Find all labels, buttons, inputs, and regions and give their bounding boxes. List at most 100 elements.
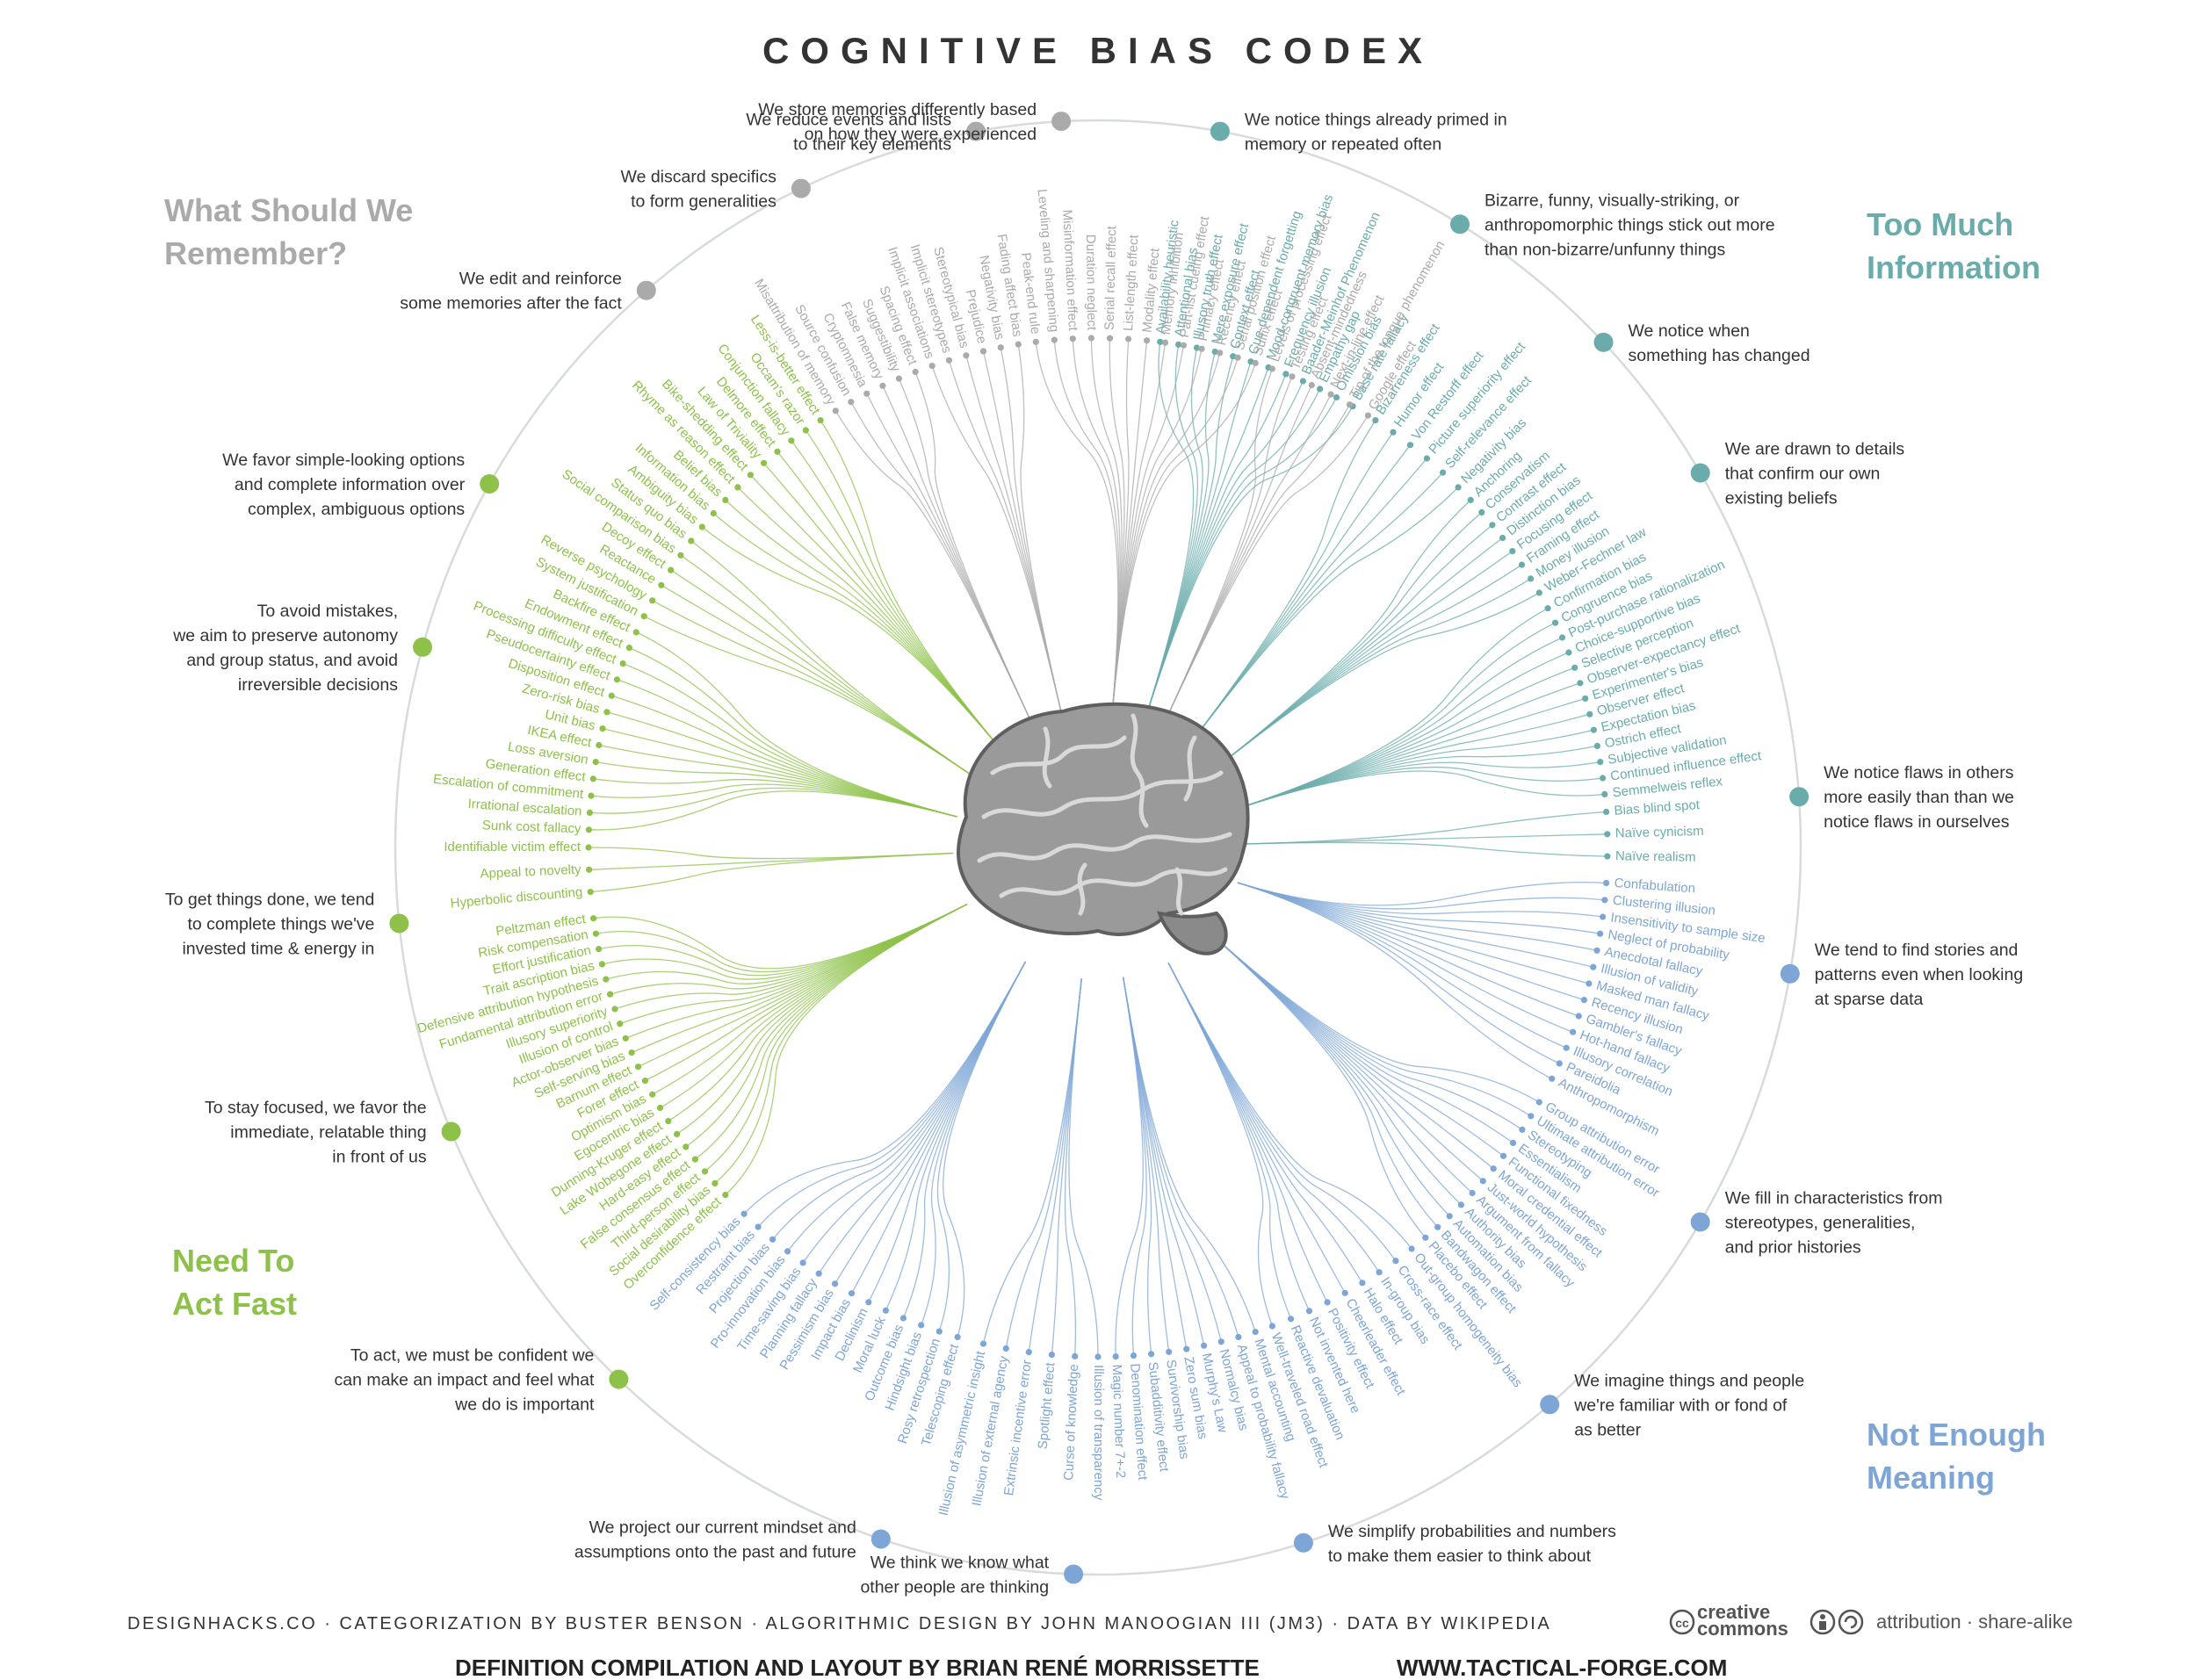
bias-dot [963,352,970,359]
branch-line [1143,380,1304,723]
bias-dot [1032,338,1039,345]
bias-dot [1544,605,1551,612]
branch-line [1242,811,1607,845]
branch-line [868,961,1027,1303]
branch-line [1005,977,1082,1349]
bias-dot [1558,634,1566,641]
branch-line [1167,962,1346,1294]
bias-dot [784,1248,791,1255]
category-dot [1450,214,1470,234]
bias-dot [710,509,717,517]
bias-dot [603,709,610,716]
branch-line [1237,882,1585,1001]
bias-label: Naïve cynicism [1615,824,1704,841]
bias-dot [1600,913,1607,920]
branch-line [1242,833,1607,845]
bias-dot [587,889,594,896]
branch-line [1208,931,1462,1206]
bias-dot [590,915,597,922]
bias-dot [895,375,902,382]
branch-line [1111,338,1130,717]
creative-commons-logo: cc creative commons [1669,1601,1788,1640]
bias-dot [1230,353,1237,360]
bias-dot [1597,759,1604,766]
branch-line [1237,882,1553,1079]
bias-dot [683,1143,690,1150]
branch-line [1236,770,1605,810]
bias-dot [1305,1308,1313,1315]
branch-lines [588,337,1607,1358]
bias-label: Duration neglect [1083,234,1099,331]
branch-line [763,462,1002,750]
bias-dot [1440,469,1447,476]
bias-dot [588,792,595,799]
bias-dot [677,552,684,559]
bias-dot [1282,371,1289,378]
branch-line [590,852,954,893]
branch-line [685,904,968,1148]
branch-line [1035,342,1119,717]
branch-line [743,961,1027,1215]
branch-line [1051,977,1082,1355]
footer-credits: DESIGNHACKS.CO · CATEGORIZATION BY BUSTE… [127,1614,1551,1633]
branch-line [1237,882,1600,934]
branch-line [1237,882,1560,1064]
bias-dot [607,991,614,998]
bias-dot [1252,359,1259,366]
bias-dot [1603,879,1610,887]
bias-dot [592,930,600,937]
bias-dot [617,1020,624,1027]
branch-line [695,904,968,1160]
bias-dot [1161,339,1169,346]
share-alike-icon [1838,1609,1864,1635]
bias-dot [1479,1178,1486,1185]
attribution-icon [1810,1609,1836,1635]
category-dot [1780,963,1800,984]
bias-dot [1535,589,1542,596]
branch-line [588,847,954,860]
bias-dot [1586,980,1593,987]
bias-dot [1408,1245,1415,1252]
bias-dot [592,759,599,766]
branch-line [1188,444,1412,746]
branch-line [1188,472,1444,746]
bias-dot [1072,1352,1079,1359]
bias-dot [1580,997,1587,1004]
category-dot [966,121,986,141]
category-dot [389,913,409,934]
branch-line [1236,608,1549,810]
branch-line [737,487,1002,750]
branch-line [1237,882,1603,918]
bias-dot [1519,1126,1526,1133]
bias-dot [1582,695,1589,703]
bias-dot [1175,341,1182,348]
branch-line [590,783,957,818]
bias-dot [1359,1280,1366,1287]
bias-dot [1593,742,1600,750]
branch-line [1208,931,1540,1103]
category-dot [1593,332,1614,352]
branch-line [921,961,1027,1326]
branch-line [1123,977,1239,1338]
bias-dot [1268,1323,1275,1330]
branch-line [898,378,1036,730]
branch-line [1123,977,1205,1346]
branch-line [661,584,976,779]
bias-dot [1499,1152,1507,1159]
bias-dot [1467,496,1474,504]
bias-dot [1604,853,1611,860]
bias-dot [788,437,795,444]
category-dot [791,178,811,198]
bias-dot [1499,534,1506,542]
bias-dot [1234,354,1241,361]
branch-line [668,904,968,1122]
bias-dot [1469,1189,1476,1197]
bias-dot [598,961,606,968]
branch-line [596,904,968,973]
